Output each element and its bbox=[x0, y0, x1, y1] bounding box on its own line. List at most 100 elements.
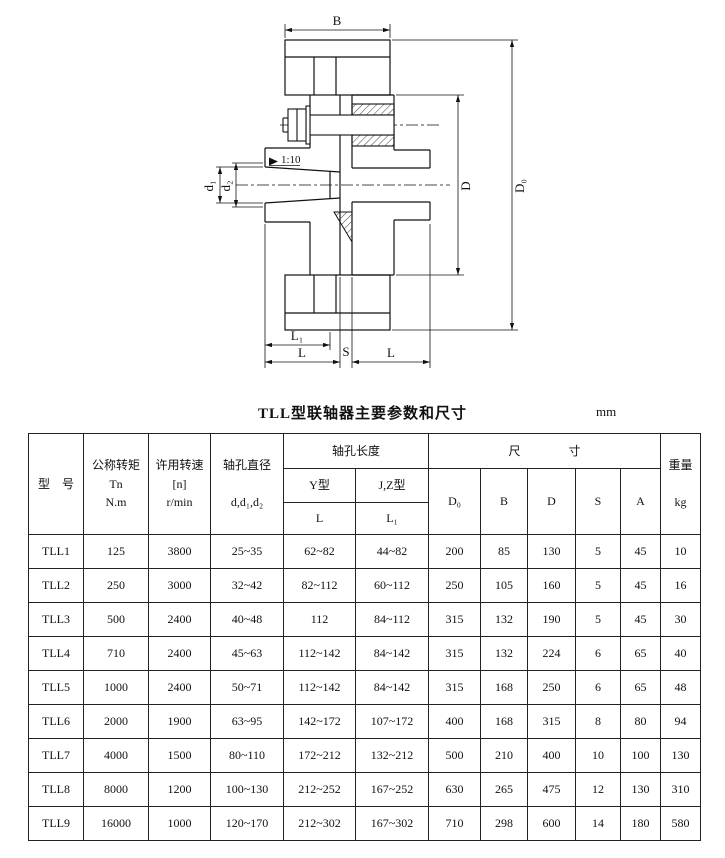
col-header-speed: 许用转速 [n] r/min bbox=[148, 433, 211, 535]
value-cell: 298 bbox=[480, 806, 528, 841]
dim-label-d0: D₀ bbox=[512, 179, 527, 193]
taper-label: 1:10 bbox=[281, 154, 301, 166]
value-cell: 65 bbox=[620, 670, 661, 705]
value-cell: 168 bbox=[480, 670, 528, 705]
value-cell: 250 bbox=[527, 670, 576, 705]
value-cell: 62~82 bbox=[283, 534, 356, 569]
value-cell: 14 bbox=[575, 806, 621, 841]
value-cell: 5 bbox=[575, 602, 621, 637]
value-cell: 5 bbox=[575, 568, 621, 603]
value-cell: 710 bbox=[428, 806, 481, 841]
value-cell: 190 bbox=[527, 602, 576, 637]
col-header-l1: L₁ bbox=[355, 502, 429, 535]
value-cell: 212~252 bbox=[283, 772, 356, 807]
value-cell: 82~112 bbox=[283, 568, 356, 603]
value-cell: 2000 bbox=[83, 704, 149, 739]
pin-assembly bbox=[282, 103, 395, 147]
value-cell: 84~142 bbox=[355, 636, 429, 671]
value-cell: 5 bbox=[575, 534, 621, 569]
value-cell: 710 bbox=[83, 636, 149, 671]
value-cell: 112~142 bbox=[283, 670, 356, 705]
value-cell: 32~42 bbox=[210, 568, 284, 603]
value-cell: 500 bbox=[428, 738, 481, 773]
value-cell: 45~63 bbox=[210, 636, 284, 671]
dim-label-l-right: L bbox=[387, 345, 395, 360]
value-cell: 25~35 bbox=[210, 534, 284, 569]
value-cell: 6 bbox=[575, 670, 621, 705]
value-cell: 2400 bbox=[148, 636, 211, 671]
value-cell: 310 bbox=[660, 772, 701, 807]
value-cell: 45 bbox=[620, 568, 661, 603]
value-cell: 16000 bbox=[83, 806, 149, 841]
value-cell: 3800 bbox=[148, 534, 211, 569]
left-half-coupling bbox=[264, 95, 341, 275]
value-cell: 85 bbox=[480, 534, 528, 569]
value-cell: 315 bbox=[428, 636, 481, 671]
value-cell: 100~130 bbox=[210, 772, 284, 807]
value-cell: 250 bbox=[428, 568, 481, 603]
col-header-s: S bbox=[575, 468, 621, 535]
value-cell: 1000 bbox=[148, 806, 211, 841]
dim-label-d: D bbox=[458, 181, 473, 190]
value-cell: 172~212 bbox=[283, 738, 356, 773]
dimension-lines bbox=[216, 24, 518, 368]
value-cell: 84~112 bbox=[355, 602, 429, 637]
model-cell: TLL4 bbox=[28, 636, 84, 671]
model-cell: TLL8 bbox=[28, 772, 84, 807]
value-cell: 44~82 bbox=[355, 534, 429, 569]
value-cell: 630 bbox=[428, 772, 481, 807]
value-cell: 112~142 bbox=[283, 636, 356, 671]
value-cell: 1900 bbox=[148, 704, 211, 739]
model-cell: TLL7 bbox=[28, 738, 84, 773]
dim-label-d2: d₂ bbox=[218, 180, 233, 191]
value-cell: 94 bbox=[660, 704, 701, 739]
value-cell: 125 bbox=[83, 534, 149, 569]
col-header-jz-type: J,Z型 bbox=[355, 468, 429, 503]
value-cell: 80~110 bbox=[210, 738, 284, 773]
taper-mark bbox=[269, 157, 300, 166]
value-cell: 167~302 bbox=[355, 806, 429, 841]
unit-label: mm bbox=[596, 404, 617, 419]
value-cell: 2400 bbox=[148, 670, 211, 705]
value-cell: 142~172 bbox=[283, 704, 356, 739]
col-header-bore-length: 轴孔长度 bbox=[283, 433, 429, 469]
brake-wheel-outline bbox=[284, 39, 391, 331]
model-cell: TLL9 bbox=[28, 806, 84, 841]
dimension-labels: B D₀ D d₁ d₂ 1:10 L₁ L S L bbox=[201, 13, 527, 360]
value-cell: 210 bbox=[480, 738, 528, 773]
value-cell: 315 bbox=[428, 602, 481, 637]
value-cell: 2400 bbox=[148, 602, 211, 637]
model-cell: TLL2 bbox=[28, 568, 84, 603]
value-cell: 1500 bbox=[148, 738, 211, 773]
col-header-l: L bbox=[283, 502, 356, 535]
value-cell: 30 bbox=[660, 602, 701, 637]
value-cell: 40 bbox=[660, 636, 701, 671]
value-cell: 167~252 bbox=[355, 772, 429, 807]
value-cell: 200 bbox=[428, 534, 481, 569]
coupling-drawing: B D₀ D d₁ d₂ 1:10 L₁ L S L bbox=[201, 13, 527, 368]
value-cell: 8 bbox=[575, 704, 621, 739]
value-cell: 475 bbox=[527, 772, 576, 807]
parameters-table: 型 号 公称转矩 Tn N.m 许用转速 [n] r/min 轴孔直径 d,d₁… bbox=[28, 433, 701, 841]
section-detail bbox=[333, 211, 353, 244]
value-cell: 100 bbox=[620, 738, 661, 773]
value-cell: 16 bbox=[660, 568, 701, 603]
value-cell: 400 bbox=[527, 738, 576, 773]
value-cell: 168 bbox=[480, 704, 528, 739]
value-cell: 132 bbox=[480, 602, 528, 637]
value-cell: 265 bbox=[480, 772, 528, 807]
value-cell: 315 bbox=[428, 670, 481, 705]
col-header-y-type: Y型 bbox=[283, 468, 356, 503]
value-cell: 10 bbox=[660, 534, 701, 569]
value-cell: 45 bbox=[620, 602, 661, 637]
model-cell: TLL6 bbox=[28, 704, 84, 739]
value-cell: 40~48 bbox=[210, 602, 284, 637]
value-cell: 107~172 bbox=[355, 704, 429, 739]
